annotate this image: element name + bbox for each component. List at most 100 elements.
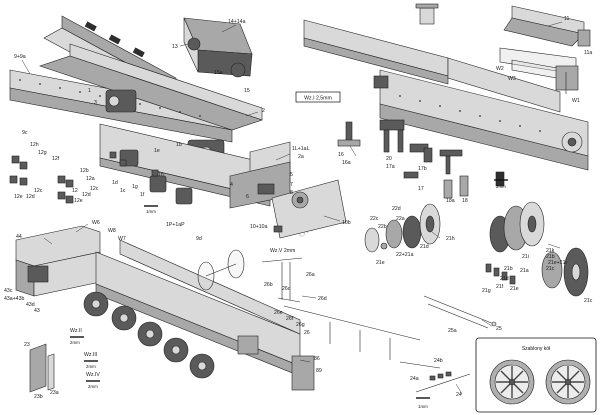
scale-bar-main: Wz.I 2,5mm xyxy=(295,91,341,103)
label-p21c2: 21c xyxy=(584,298,593,304)
label-p26f: 26f xyxy=(286,316,294,322)
parts-23 xyxy=(29,343,55,393)
label-p21h: 21h xyxy=(446,236,455,242)
part-labels: 14+14a 13 15a 15 11 11a W2 W3 W1 9+9a 1 … xyxy=(4,16,593,400)
label-p12e: 12e xyxy=(14,194,23,200)
top-bracket xyxy=(415,3,439,25)
scale-bar-wz-v: Wz.V 2mm xyxy=(270,248,295,254)
label-p22: 22+21a xyxy=(396,252,414,258)
small-parts-12 xyxy=(9,151,159,204)
label-p26g: 26g xyxy=(296,322,305,328)
label-p21d2: 21d xyxy=(500,276,509,282)
label-p24: 24 xyxy=(456,392,462,398)
label-p21f: 21f xyxy=(496,284,504,290)
label-p21e2: 21e+21i xyxy=(548,260,567,266)
scale-bar-2mm-right: 2mm xyxy=(494,179,508,189)
drive-wheels xyxy=(83,291,215,379)
label-p26c: 26c xyxy=(282,286,291,292)
label-p9c: 9c xyxy=(22,130,28,136)
label-p22d: 22d xyxy=(392,206,401,212)
label-p22c: 22c xyxy=(370,216,379,222)
label-p8: 8 xyxy=(290,190,293,196)
label-p15a: 15a xyxy=(214,70,223,76)
label-p12g: 12g xyxy=(38,150,47,156)
label-p18: 18 xyxy=(462,198,468,204)
label-p21i: 21i xyxy=(522,254,529,260)
svg-text:Wz.V 2mm: Wz.V 2mm xyxy=(270,248,295,254)
label-p1: 1 xyxy=(88,88,91,94)
wheel-templates-inset: Szablony kół xyxy=(475,337,597,413)
label-p9: 9+9a xyxy=(14,54,26,60)
label-p15: 15 xyxy=(244,88,250,94)
label-p1f: 1f xyxy=(140,192,145,198)
leader-lines xyxy=(21,21,563,395)
label-p1d: 1d xyxy=(112,180,118,186)
label-p2: 2 xyxy=(262,108,265,114)
label-p24b: 24b xyxy=(434,358,443,364)
label-p1h: 1h xyxy=(158,172,164,178)
parts-16-18 xyxy=(337,119,505,199)
rods-25 xyxy=(423,295,497,329)
label-p44: 44 xyxy=(16,234,22,240)
scale-bar-wz-ii: Wz.II 2mm xyxy=(70,328,84,345)
label-p12: 12 xyxy=(72,188,78,194)
label-p18a: 18a xyxy=(446,198,455,204)
scale-bar-wz-iii: Wz.III 2mm xyxy=(84,352,98,369)
label-p26e: 26e xyxy=(274,310,283,316)
label-p2a: 2a xyxy=(298,154,304,160)
label-p1g: 1g xyxy=(132,184,138,190)
label-p23: 23 xyxy=(24,342,30,348)
label-p12c2: 12c xyxy=(90,186,99,192)
label-p12b: 12b xyxy=(80,168,89,174)
label-p16a: 16a xyxy=(342,160,351,166)
label-p6: 6 xyxy=(246,194,249,200)
label-p23b: 23b xyxy=(34,394,43,400)
label-p86: 86 xyxy=(314,356,320,362)
label-p25: 25 xyxy=(496,326,502,332)
label-p11a: 11a xyxy=(584,50,592,56)
svg-text:1mm: 1mm xyxy=(146,209,156,214)
label-p21e3: 21e xyxy=(510,286,519,292)
svg-text:2mm: 2mm xyxy=(70,340,80,345)
label-p12f: 12f xyxy=(52,156,60,162)
label-p12e2: 12e xyxy=(74,198,83,204)
label-p1b: 1b xyxy=(176,142,182,148)
label-p3: 3 xyxy=(94,100,97,106)
label-pW1: W1 xyxy=(572,98,580,104)
part-W-frames xyxy=(499,47,579,94)
part-14-box xyxy=(183,17,253,78)
label-p89: 89 xyxy=(316,368,322,374)
label-p22a: 22a xyxy=(396,216,405,222)
label-p21c: 21c xyxy=(546,266,555,272)
label-p21a: 21a xyxy=(520,268,529,274)
svg-text:Wz.IV: Wz.IV xyxy=(86,372,100,378)
label-p1L: 1L+1aL xyxy=(292,146,310,152)
wheel-group-left xyxy=(364,203,441,253)
right-frame xyxy=(303,19,589,171)
label-p17b: 17b xyxy=(418,166,427,172)
label-p1P: 1P+1aP xyxy=(166,222,185,228)
label-p12h: 12h xyxy=(30,142,39,148)
label-pW3: W3 xyxy=(508,76,516,82)
label-p22b: 22b xyxy=(378,224,387,230)
label-p26: 26 xyxy=(304,330,310,336)
svg-text:2mm: 2mm xyxy=(88,384,98,389)
svg-text:Wz.III: Wz.III xyxy=(84,352,97,358)
label-p14: 14+14a xyxy=(228,19,246,25)
label-p5: 5 xyxy=(290,172,293,178)
label-p1e: 1e xyxy=(154,148,160,154)
main-frame-left xyxy=(9,43,263,143)
svg-text:1mm: 1mm xyxy=(418,404,428,409)
label-p21d: 21d xyxy=(420,244,429,250)
wheel-group-right xyxy=(485,201,589,297)
label-p12d2: 12d xyxy=(82,192,91,198)
label-p21g: 21g xyxy=(482,288,491,294)
scale-main-label: Wz.I 2,5mm xyxy=(304,96,332,102)
label-p20: 20 xyxy=(386,156,392,162)
bottom-frame xyxy=(95,239,315,391)
label-p25a: 25a xyxy=(448,328,457,334)
label-p21b: 21b xyxy=(546,254,555,260)
label-p26d: 26d xyxy=(318,296,327,302)
